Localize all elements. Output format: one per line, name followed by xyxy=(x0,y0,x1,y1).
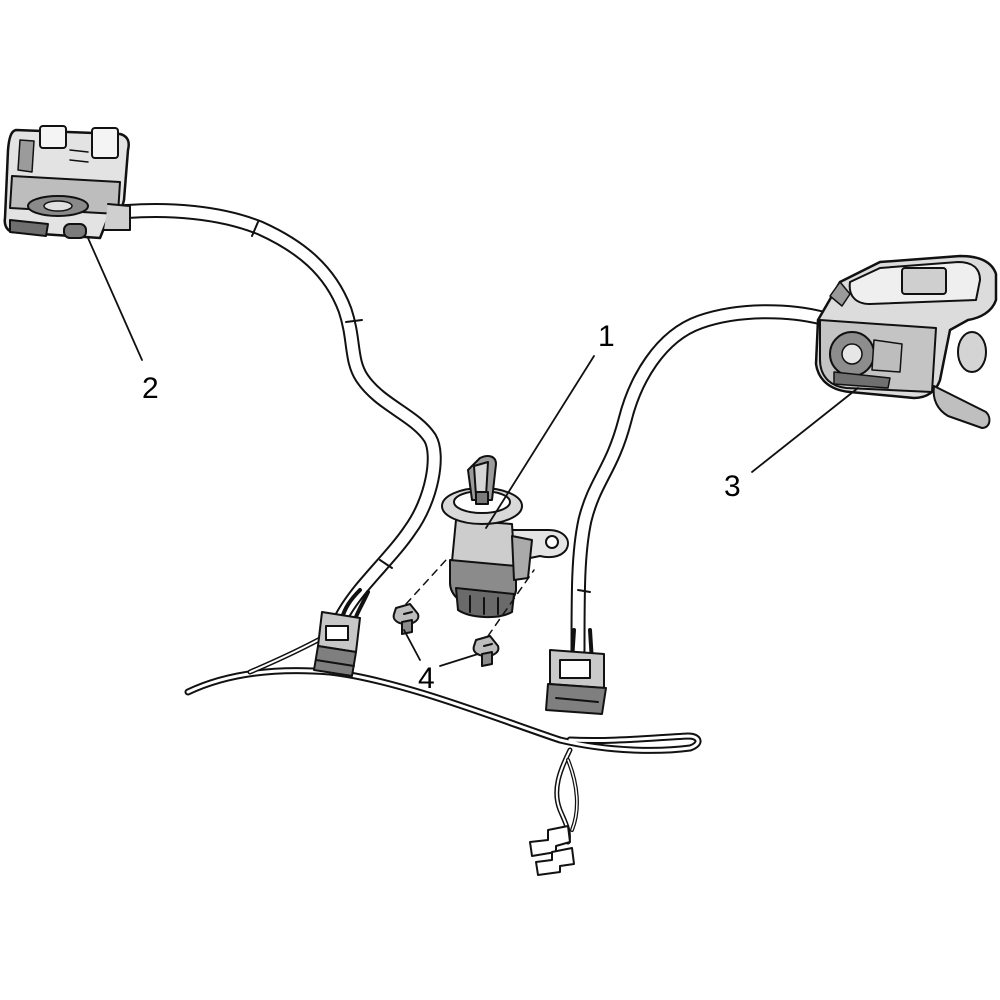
left-handlebar-switch xyxy=(3,125,442,628)
left-switch-connector xyxy=(313,611,361,677)
screw-lower xyxy=(472,635,500,667)
leader-lines xyxy=(87,237,859,667)
callout-4: 4 xyxy=(418,662,435,695)
assembly-axis-lines xyxy=(405,559,535,637)
leader-line-4a xyxy=(403,629,421,661)
callout-1: 1 xyxy=(598,320,615,353)
leader-line-3 xyxy=(751,387,859,473)
callout-2: 2 xyxy=(142,372,159,405)
leader-line-2 xyxy=(87,237,143,361)
leader-line-1 xyxy=(485,355,595,529)
main-wiring-harness xyxy=(184,622,702,845)
screw-upper xyxy=(392,603,420,635)
leader-line-4b xyxy=(439,653,479,667)
right-handlebar-switch xyxy=(570,254,998,664)
callout-3: 3 xyxy=(724,470,741,503)
spade-terminals xyxy=(529,825,575,876)
ignition-switch xyxy=(441,455,569,618)
right-switch-connector xyxy=(545,649,607,715)
